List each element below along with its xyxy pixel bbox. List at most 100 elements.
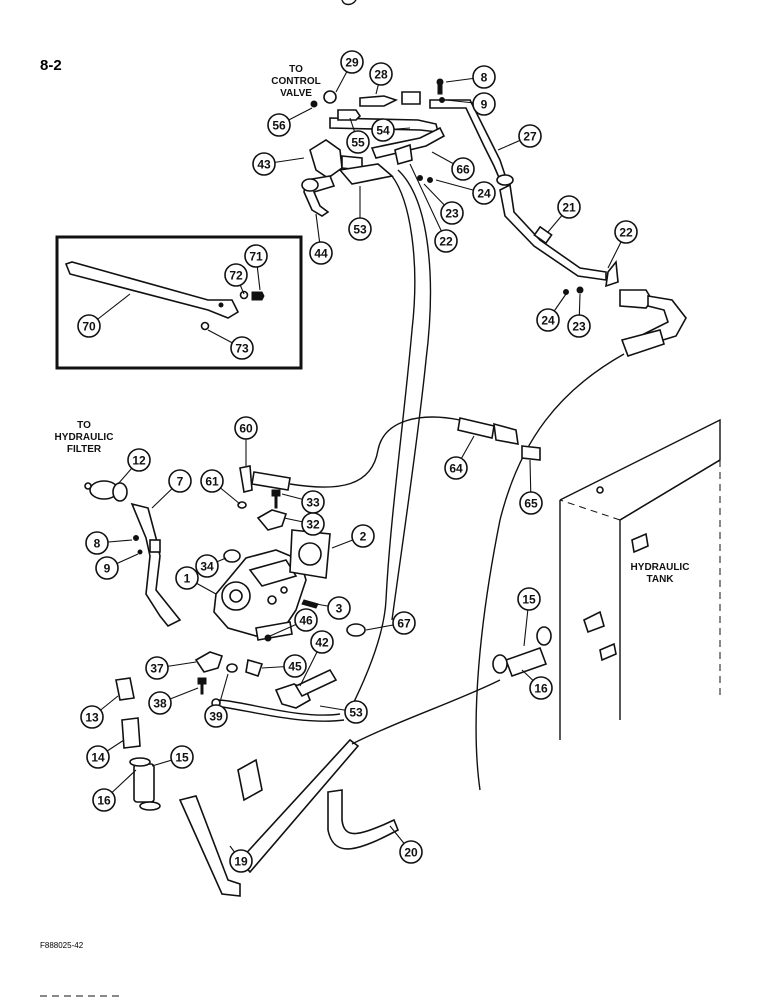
callout-38: 38 <box>148 687 199 715</box>
callout-53: 53 <box>319 700 368 724</box>
callout-number: 23 <box>572 320 586 334</box>
callout-29: 29 <box>335 50 364 93</box>
callout-20: 20 <box>389 825 423 864</box>
callout-circle <box>200 469 224 493</box>
washer-9 <box>439 97 445 103</box>
clamp-67 <box>346 623 366 637</box>
callout-45: 45 <box>261 654 307 678</box>
hose-15-left <box>133 763 155 803</box>
callout-70: 70 <box>77 293 131 338</box>
callout-65: 65 <box>519 459 543 515</box>
callout-64: 64 <box>444 435 475 480</box>
callout-21: 21 <box>547 195 581 233</box>
callout-number: 19 <box>234 855 248 869</box>
callout-46: 46 <box>269 608 318 637</box>
callout-circle <box>346 130 370 154</box>
fitting-21 <box>533 225 553 245</box>
callout-number: 22 <box>439 235 453 249</box>
svg-text:TANK: TANK <box>646 574 674 585</box>
callout-number: 73 <box>235 342 249 356</box>
callout-number: 38 <box>153 697 167 711</box>
bolt-33 <box>271 489 281 509</box>
callout-number: 14 <box>91 751 105 765</box>
text-to-control-valve: TO CONTROL VALVE <box>271 64 320 99</box>
callout-circle <box>536 308 560 332</box>
callout-54: 54 <box>371 118 411 142</box>
top-edge-fragment <box>341 0 357 6</box>
hose-60-sleeve <box>251 471 291 491</box>
callout-circle <box>310 630 334 654</box>
callout-66: 66 <box>431 151 475 181</box>
hose-to-tank <box>351 679 501 745</box>
elbow-43 <box>309 139 363 179</box>
callout-61: 61 <box>200 469 241 505</box>
callout-73: 73 <box>207 329 254 360</box>
page-label: 8-2 <box>40 57 62 74</box>
plate-2-port <box>298 542 322 566</box>
callout-number: 60 <box>239 422 253 436</box>
callout-16: 16 <box>521 669 553 700</box>
hose-53-run-b <box>391 169 432 621</box>
callout-circle <box>77 314 101 338</box>
callout-number: 45 <box>288 660 302 674</box>
bracket-70 <box>64 261 240 319</box>
callout-circle <box>340 50 364 74</box>
callout-9: 9 <box>95 553 139 580</box>
callout-circle <box>519 491 543 515</box>
callout-number: 70 <box>82 320 96 334</box>
callout-circle <box>518 124 542 148</box>
callout-circle <box>451 157 475 181</box>
adapter-65 <box>521 445 541 461</box>
callout-15: 15 <box>517 587 541 647</box>
callout-1: 1 <box>175 566 217 595</box>
callout-24: 24 <box>536 293 567 332</box>
washer-9-left <box>137 549 143 555</box>
callout-23: 23 <box>423 183 464 225</box>
hose-60-64-run <box>289 416 461 488</box>
callout-71: 71 <box>244 244 268 291</box>
callout-14: 14 <box>86 739 125 769</box>
callout-number: 28 <box>374 68 388 82</box>
callout-circle <box>86 745 110 769</box>
callout-56: 56 <box>267 107 313 137</box>
callout-number: 37 <box>150 662 164 676</box>
callout-number: 67 <box>397 617 411 631</box>
callout-circle <box>351 524 375 548</box>
callout-72: 72 <box>224 263 248 295</box>
adapter-14 <box>121 717 141 749</box>
callout-number: 39 <box>209 710 223 724</box>
screw-3 <box>301 599 319 609</box>
callout-leader <box>409 163 447 242</box>
clamp-16-left-top <box>129 757 151 767</box>
hose-53-lower <box>217 699 341 716</box>
callout-circle <box>234 416 258 440</box>
svg-text:TO: TO <box>289 64 303 75</box>
callout-60: 60 <box>234 416 258 466</box>
callout-number: 44 <box>314 247 328 261</box>
callout-19: 19 <box>229 845 253 873</box>
hose-15-right <box>504 646 548 678</box>
callout-circle <box>444 456 468 480</box>
clamp-12 <box>84 480 128 502</box>
fitting-19-top <box>237 758 263 802</box>
bolt-71 <box>251 291 265 301</box>
clamp-16-left-bottom <box>139 801 161 811</box>
callout-number: 29 <box>345 56 359 70</box>
callout-number: 3 <box>336 602 343 616</box>
callout-number: 24 <box>541 314 555 328</box>
fitting-46 <box>264 634 272 642</box>
callout-circle <box>148 691 172 715</box>
nut-64 <box>493 422 519 445</box>
callout-circle <box>348 217 372 241</box>
bolt-8-left <box>133 535 139 541</box>
fittings-28-29-55 <box>310 78 445 121</box>
fitting-55 <box>337 109 362 121</box>
callout-circle <box>80 705 104 729</box>
callout-number: 23 <box>445 207 459 221</box>
callout-28: 28 <box>369 62 393 95</box>
gasket-34 <box>223 549 241 563</box>
callout-circle <box>472 181 496 205</box>
callout-8: 8 <box>445 65 496 89</box>
hose-right-run <box>475 353 625 791</box>
text-hydraulic-tank: HYDRAULIC TANK <box>631 562 690 585</box>
